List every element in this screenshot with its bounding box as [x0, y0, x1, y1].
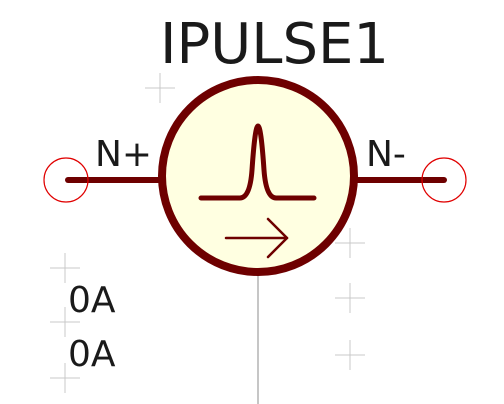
pin-right-label: N- — [366, 134, 406, 175]
pin-left-marker[interactable] — [43, 157, 89, 203]
pin-left-label: N+ — [95, 134, 152, 175]
reference-label: IPULSE1 — [160, 12, 389, 77]
arrow-right-icon — [224, 217, 289, 259]
value-label-1: 0A — [68, 280, 116, 321]
grid-marks — [50, 73, 365, 393]
pin-right-marker[interactable] — [421, 157, 467, 203]
value-label-2: 0A — [68, 334, 116, 375]
pulse-waveform-icon — [198, 123, 317, 201]
source-body[interactable] — [158, 76, 358, 276]
